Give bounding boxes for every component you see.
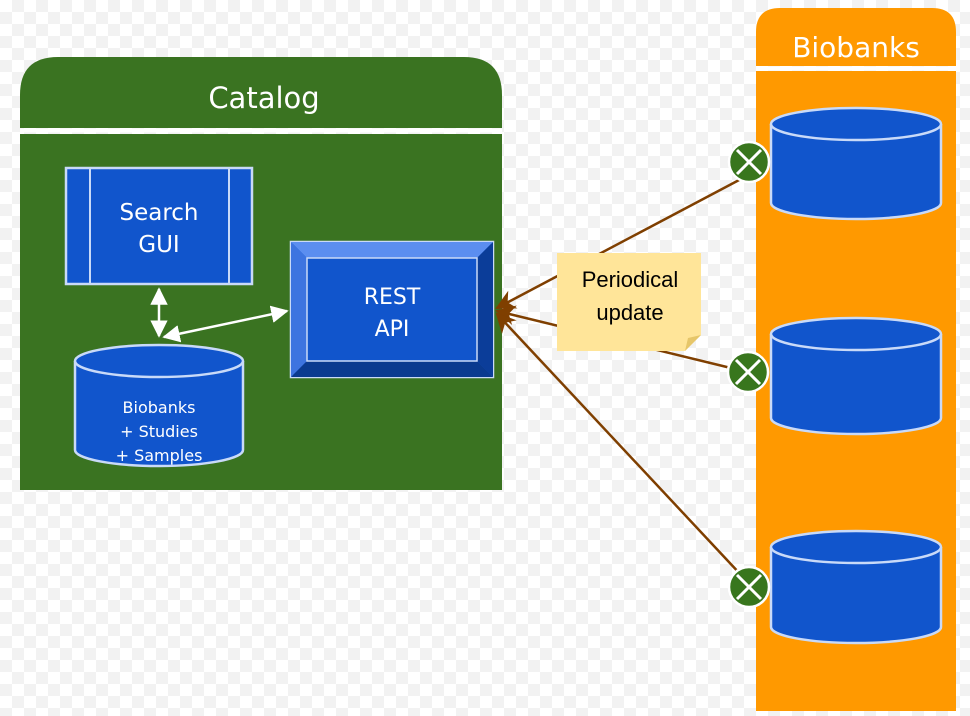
catalog-database-cylinder: Biobanks + Studies + Samples [73,343,245,468]
note-line2: update [596,300,663,325]
database-api-arrow [162,305,289,343]
database-label-line3: + Samples [116,446,203,465]
note-fold [685,335,701,351]
search-gui-label-line1: Search [119,200,198,226]
update-arrow-1 [495,177,742,310]
periodical-update-note: Periodical update [557,253,701,351]
database-label-line1: Biobanks [123,398,196,417]
catalog-header [20,57,502,128]
search-gui-box: Search GUI [64,166,254,286]
catalog-title: Catalog [208,81,319,115]
rest-api-label-line1: REST [364,285,421,310]
bevel-left [291,242,307,377]
biobank-cylinder-2 [769,316,943,436]
biobank-cylinder-3 [769,529,943,645]
rest-api-label-line2: API [375,317,410,342]
note-line1: Periodical [582,267,679,292]
biobank-cylinder-1 [769,106,943,221]
database-label-line2: + Studies [120,422,198,441]
rest-api-box: REST API [289,240,495,379]
biobanks-header [756,8,956,66]
note-paper [557,253,701,351]
connector-x-icon [726,350,770,394]
bevel-top [291,242,493,258]
connector-x-icon [727,140,771,184]
update-arrow-3 [495,312,743,577]
bevel-bottom [291,361,493,377]
connector-x-icon [727,565,771,609]
biobanks-title: Biobanks [792,31,920,64]
search-gui-label-line2: GUI [138,232,179,258]
bevel-right [477,242,493,377]
